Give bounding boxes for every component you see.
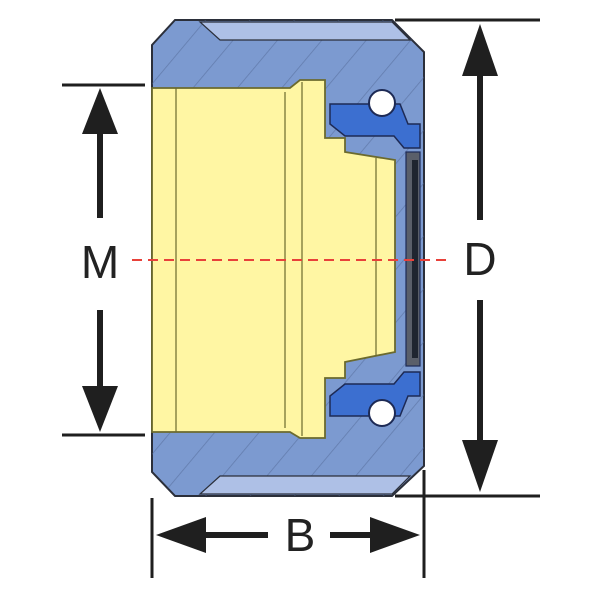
b-arrowhead-right	[370, 517, 420, 553]
ball-top	[368, 89, 396, 117]
m-arrowhead-top	[82, 88, 118, 134]
b-arrowhead-left	[156, 517, 206, 553]
dimension-m: M	[62, 83, 145, 437]
label-b: B	[285, 509, 316, 561]
dimension-d: D	[395, 18, 540, 498]
ball-bottom	[368, 399, 396, 427]
seal-shield-inner	[412, 160, 418, 358]
dimension-b: B	[150, 470, 426, 578]
label-d: D	[463, 233, 496, 285]
m-arrowhead-bottom	[82, 386, 118, 432]
d-arrowhead-bottom	[462, 440, 498, 492]
housing-bottom-chamfer	[198, 475, 412, 495]
insert-body	[151, 79, 396, 439]
seal-bottom	[329, 371, 421, 417]
label-m: M	[81, 236, 119, 288]
d-arrowhead-top	[462, 24, 498, 76]
seal-top	[329, 103, 421, 149]
housing-top-chamfer	[198, 21, 412, 41]
